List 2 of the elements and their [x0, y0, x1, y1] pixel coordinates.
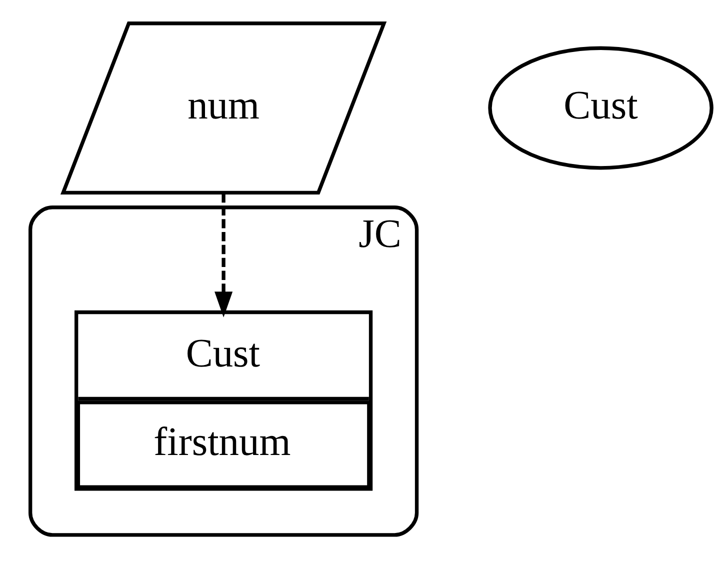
arrow — [214, 193, 233, 318]
node-ellipse: Cust — [488, 46, 714, 170]
